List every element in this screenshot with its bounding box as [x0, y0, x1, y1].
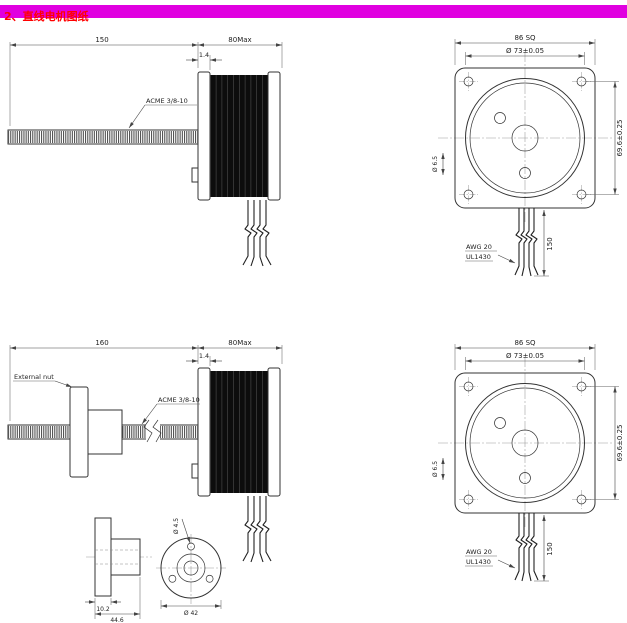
dim-hole-spacing-label: 69.6±0.25 — [616, 119, 624, 156]
dim-hole-dia-label: Ø 6.5 — [432, 461, 439, 477]
motor-body — [191, 367, 281, 497]
motor-face — [454, 67, 596, 209]
bottom-front-view-drawing: 86 SQ Ø 73±0.05 69.6±0.25 Ø 6.5 150 AWG … — [432, 339, 624, 582]
motor-face — [454, 372, 596, 514]
motor-wires — [514, 513, 539, 582]
motor-wires — [242, 496, 272, 563]
dim-body-label: 80Max — [228, 339, 251, 347]
section-title: 2、直线电机图纸 — [4, 10, 89, 23]
dim-square-label: 86 SQ — [514, 34, 536, 42]
wire-type-label: UL1430 — [466, 253, 491, 261]
extension-lines — [9, 42, 283, 126]
nut-detail-drawing: 10.2 44.6 Ø 4.5 Ø 42 — [85, 517, 226, 623]
section-header: 2、直线电机图纸 — [0, 5, 627, 23]
external-nut-label: External nut — [14, 373, 54, 381]
wire-gauge-label: AWG 20 — [466, 548, 492, 556]
dim-total-length-label: 44.6 — [110, 617, 124, 623]
wire-gauge-label: AWG 20 — [466, 243, 492, 251]
bottom-side-view-drawing: 160 80Max 1.4 External nut ACME 3/8-10 — [7, 339, 283, 563]
dim-face-label: 1.4 — [199, 352, 209, 360]
motor-wires — [514, 208, 539, 277]
dim-hole-spacing-label: 69.6±0.25 — [616, 424, 624, 461]
dim-flange-dia-label: Ø 42 — [184, 610, 198, 617]
screw-break-symbol — [143, 419, 162, 444]
top-front-view-drawing: 86 SQ Ø 73±0.05 69.6±0.25 Ø 6.5 150 AWG … — [432, 34, 624, 277]
nut-front-view — [160, 537, 222, 599]
lead-screw — [7, 129, 199, 145]
motor-body — [191, 71, 281, 201]
external-nut-callout: External nut — [13, 373, 73, 388]
dim-hole-dia-label: Ø 6.5 — [432, 156, 439, 172]
wire-length-label: 150 — [546, 542, 554, 555]
extension-lines — [94, 577, 222, 619]
dim-pilot-label: Ø 73±0.05 — [506, 47, 544, 55]
dim-flange-thickness-label: 10.2 — [96, 606, 110, 613]
external-nut — [69, 386, 123, 478]
screw-spec-callout: ACME 3/8-10 — [128, 97, 197, 129]
centerlines — [438, 52, 613, 224]
centerlines — [438, 357, 613, 529]
extension-lines — [454, 344, 619, 582]
motor-wires — [242, 200, 272, 267]
wire-length-label: 150 — [546, 237, 554, 250]
dim-face-label: 1.4 — [199, 51, 209, 59]
screw-spec-label: ACME 3/8-10 — [146, 97, 188, 105]
dim-square-label: 86 SQ — [514, 339, 536, 347]
extension-lines — [454, 39, 619, 277]
top-side-view-drawing: 150 80Max 1.4 ACME 3/8-10 — [7, 36, 283, 267]
screw-spec-label: ACME 3/8-10 — [158, 396, 200, 404]
screw-spec-callout: ACME 3/8-10 — [141, 396, 200, 425]
dim-length-label: 150 — [95, 36, 108, 44]
nut-side-view — [94, 517, 141, 597]
dim-body-label: 80Max — [228, 36, 251, 44]
dim-length-label: 160 — [95, 339, 108, 347]
dim-pilot-label: Ø 73±0.05 — [506, 352, 544, 360]
dim-bolt-hole-label: Ø 4.5 — [173, 518, 180, 534]
wire-type-label: UL1430 — [466, 558, 491, 566]
